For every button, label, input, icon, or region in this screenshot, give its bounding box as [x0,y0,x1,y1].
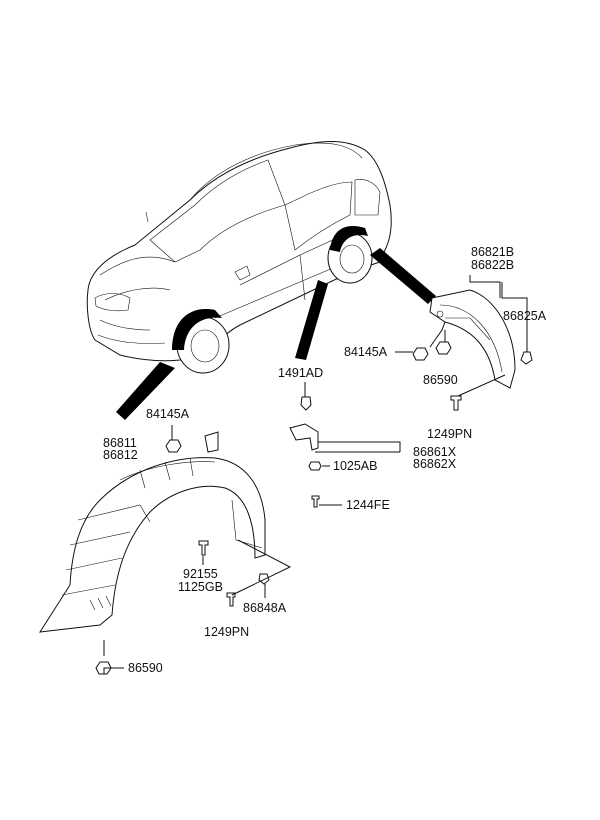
label-86825a: 86825A [503,309,547,323]
rear-callout-wedge [370,248,436,304]
front-callout-wedge [116,362,175,420]
bracket-nut-icon [308,461,322,471]
label-86590-front: 86590 [128,661,163,675]
label-1249pn-front: 1249PN [204,625,249,639]
label-1125gb: 1125GB [178,580,223,594]
bracket-clip-icon [300,396,312,411]
center-callout-wedge [295,280,328,360]
label-1249pn-rear: 1249PN [427,427,472,441]
label-1025ab: 1025AB [333,459,377,473]
center-bracket [289,396,322,508]
label-1491ad: 1491AD [278,366,323,380]
label-86811: 86811 [103,436,137,450]
label-1244fe: 1244FE [346,498,390,512]
front-wheel-liner [39,431,266,633]
label-86822b: 86822B [471,258,514,272]
label-92155: 92155 [183,567,218,581]
rear-clip-icon [520,351,533,365]
bracket-screw-icon [311,495,320,508]
label-86862x: 86862X [413,457,457,471]
label-86812: 86812 [103,448,138,462]
front-nut-top-icon [165,439,182,453]
car-illustration [86,141,392,374]
rear-screw-icon [450,395,462,411]
rear-nut-icon [412,347,429,361]
label-86861x: 86861X [413,445,457,459]
front-screw2-icon [226,592,236,607]
front-screw-icon [198,540,209,556]
label-86848a: 86848A [243,601,287,615]
label-84145a-rear: 84145A [344,345,388,359]
rear-nut2-icon [435,341,452,355]
label-86821b: 86821B [471,245,514,259]
label-84145a-front: 84145A [146,407,190,421]
rear-wheel-liner [429,289,533,389]
label-86590-rear: 86590 [423,373,458,387]
